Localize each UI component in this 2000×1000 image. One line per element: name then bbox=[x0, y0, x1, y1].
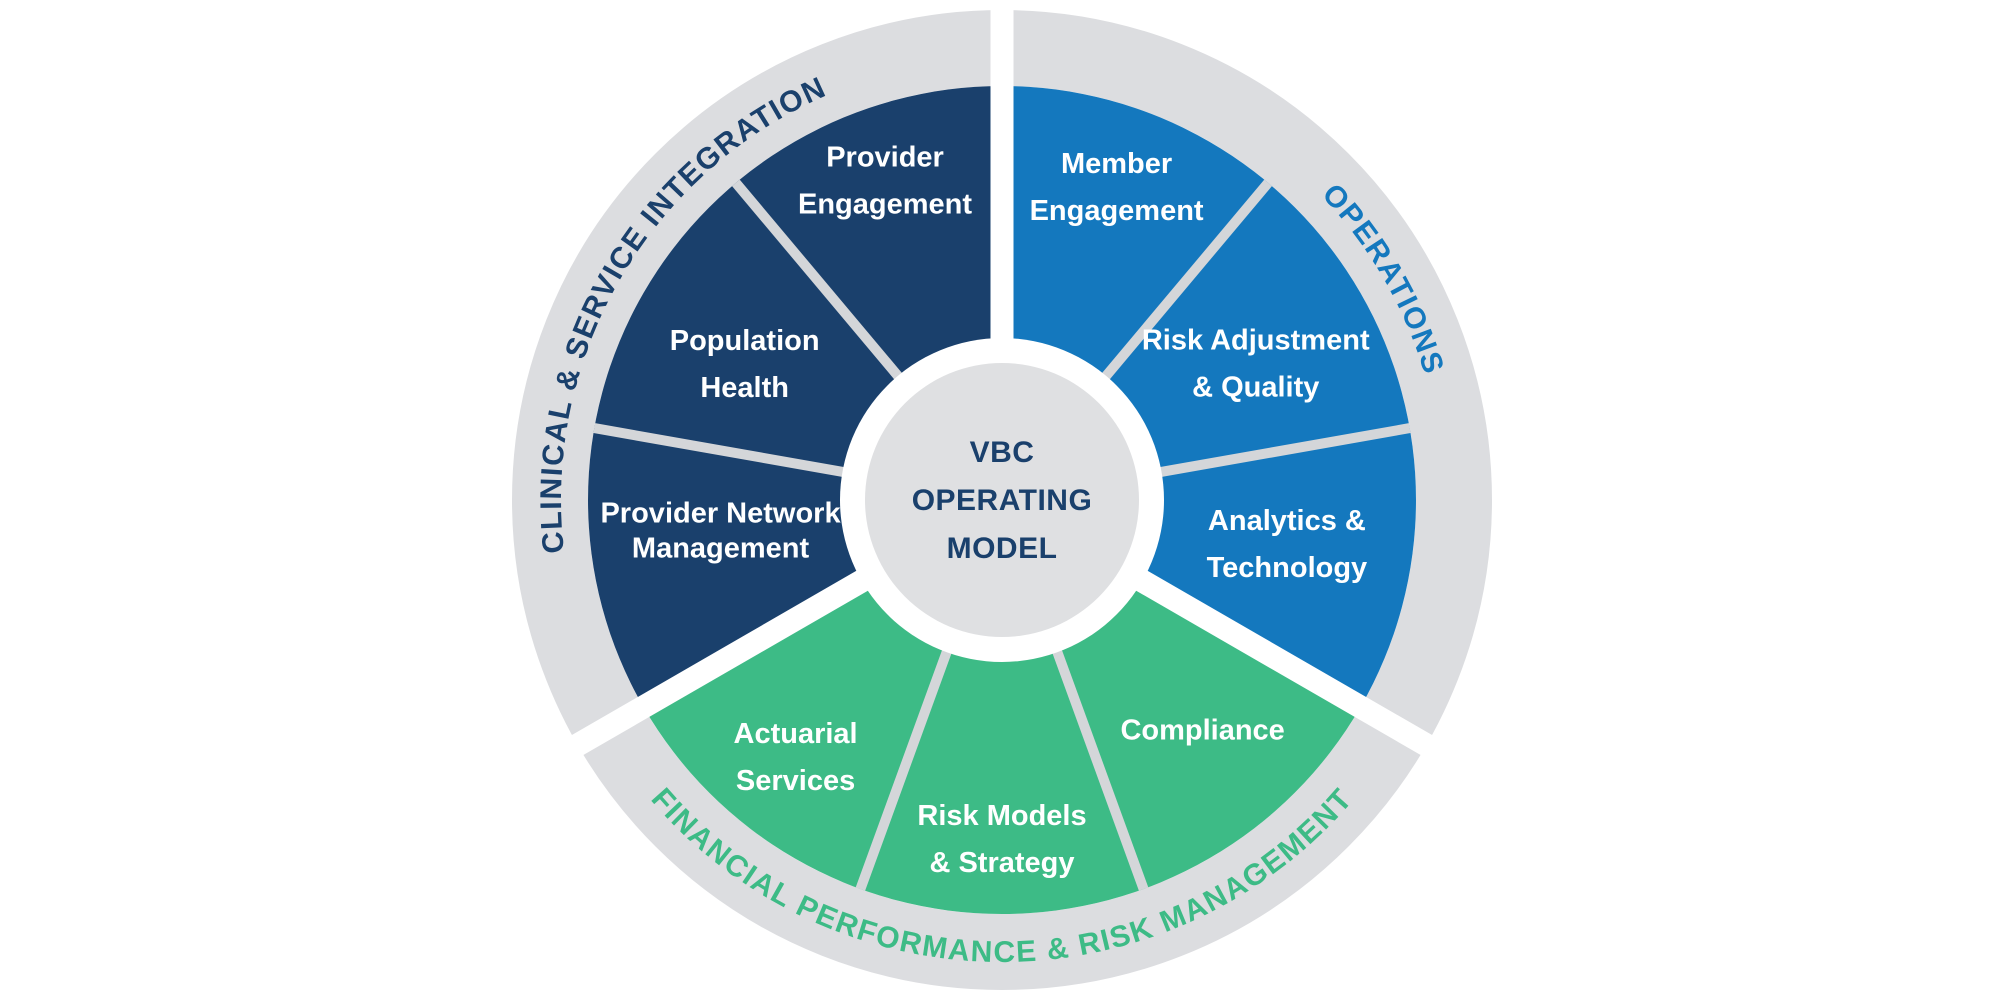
wedge-label-risk-adjustment-quality: Risk Adjustment& Quality bbox=[1142, 325, 1370, 404]
sector-clinical-service-integration bbox=[588, 86, 1002, 707]
wedge-divider bbox=[1048, 639, 1149, 891]
wedge-label-compliance: Compliance bbox=[1120, 714, 1284, 746]
sector-financial-performance-risk-management bbox=[643, 576, 1361, 914]
wedge-divider bbox=[1148, 423, 1411, 479]
wedge-divider bbox=[732, 179, 910, 389]
section-gap bbox=[549, 560, 887, 768]
section-gap bbox=[1117, 560, 1455, 768]
center-circle bbox=[865, 363, 1139, 637]
wedge-label-analytics-technology: Analytics &Technology bbox=[1207, 505, 1368, 584]
wedge-divider bbox=[1094, 179, 1272, 389]
sector-operations bbox=[1002, 86, 1416, 707]
wedge-divider bbox=[593, 423, 856, 479]
wedge-divider bbox=[855, 639, 956, 891]
wedge-label-risk-models-strategy: Risk Models& Strategy bbox=[917, 800, 1086, 879]
